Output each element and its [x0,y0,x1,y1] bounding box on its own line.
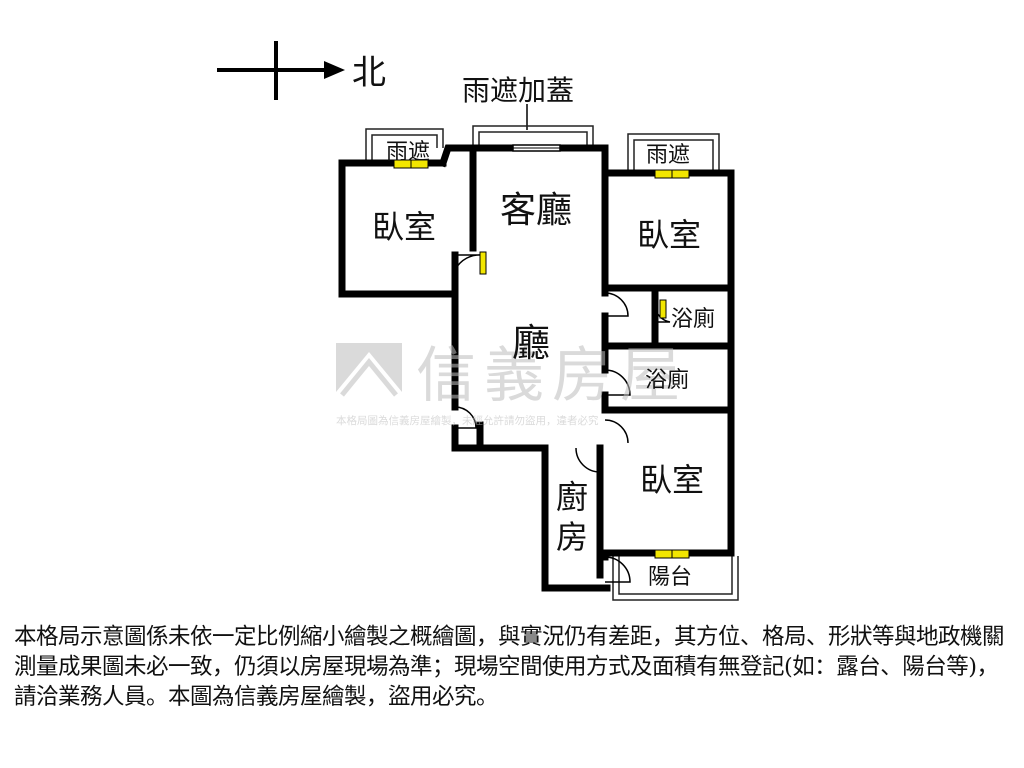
floor-plan: 北 雨遮加蓋 [217,41,739,601]
north-arrow-icon [217,41,345,100]
living-room-sliding-door [512,144,561,152]
sinyi-logo-icon [336,343,402,403]
hall-label: 廳 [512,321,550,365]
disclaimer-text: 本格局示意圖係未依一定比例縮小繪製之概繪圖，與實況仍有差距，其方位、格局、形狀等… [14,624,1005,710]
watermark-caption: 本格局圖為信義房屋繪製，未經允許請勿盜用，違者必究 [336,414,599,427]
canopy-outlines [365,125,739,601]
bathroom-2-label: 浴廁 [645,368,689,393]
bathroom-1-label: 浴廁 [671,307,715,332]
window-living-side [479,251,487,275]
balcony-label: 陽台 [648,565,692,590]
bedroom-left-label: 臥室 [372,208,436,246]
windows [393,159,690,559]
north-label: 北 [352,53,386,93]
bedroom-right-top-label: 臥室 [637,216,701,254]
watermark: 信義房屋 本格局圖為信義房屋繪製，未經允許請勿盜用，違者必究 [336,341,688,427]
window-bathroom [659,299,667,319]
kitchen-label-line2: 房 [556,518,588,556]
door-swings [454,254,671,583]
living-room-label: 客廳 [500,190,572,231]
bedroom-right-bottom-label: 臥室 [640,461,704,499]
watermark-brand: 信義房屋 [416,341,688,411]
canopy-left-label: 雨遮 [386,140,430,165]
kitchen-label-line1: 廚 [556,478,588,516]
canopy-right-label: 雨遮 [646,143,690,168]
canopy-addition-label: 雨遮加蓋 [462,74,574,107]
